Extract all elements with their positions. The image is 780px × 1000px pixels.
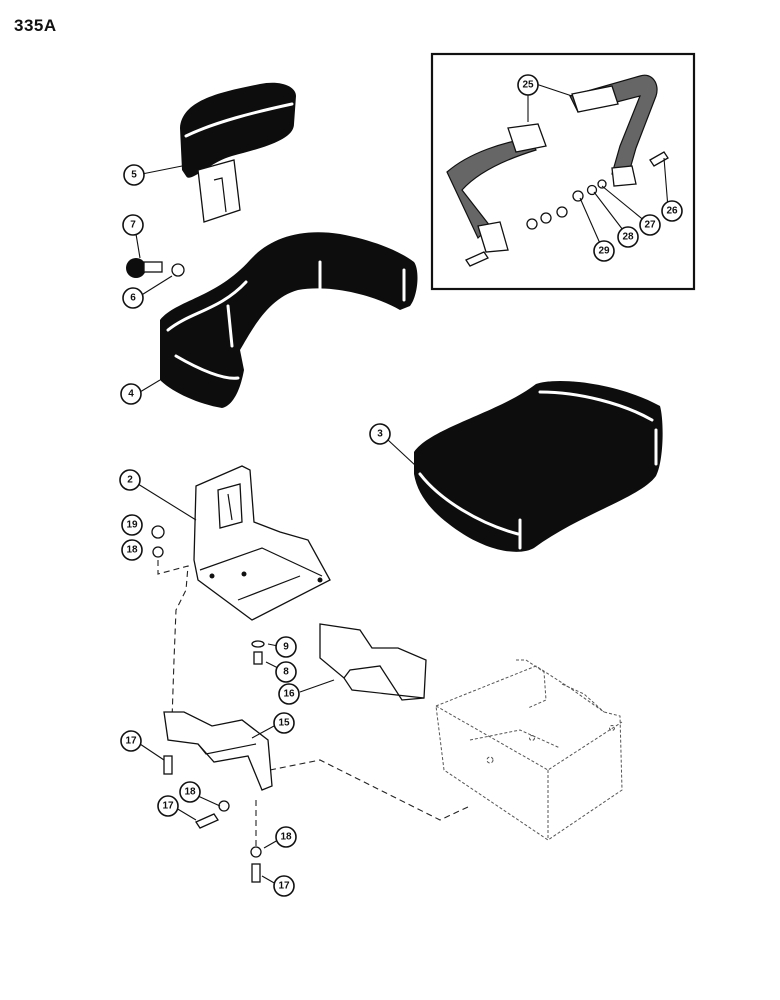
callout-18b-label: 18 xyxy=(184,787,196,798)
assembly-path-right xyxy=(269,759,471,821)
callout-5-label: 5 xyxy=(131,170,137,181)
seat-belt-left-strap xyxy=(446,123,547,253)
callout-18a-label: 18 xyxy=(126,545,138,556)
seat-base-housing-ghost xyxy=(435,659,623,841)
seat-cushion xyxy=(414,380,663,552)
adjust-knob xyxy=(126,258,185,278)
callout-2-label: 2 xyxy=(127,475,133,486)
seat-belt-buckle xyxy=(507,123,547,153)
knob-washer xyxy=(171,263,185,277)
callout-5: 5 xyxy=(123,164,145,186)
callout-9-label: 9 xyxy=(283,642,289,653)
callout-28-label: 28 xyxy=(622,232,634,243)
seat-back-bracket xyxy=(193,465,331,621)
washer-18-lower xyxy=(250,846,262,858)
callout-17c-label: 17 xyxy=(278,881,290,892)
support-bracket-15 xyxy=(163,711,273,791)
callout-26: 26 xyxy=(661,200,683,222)
callout-15-label: 15 xyxy=(278,718,290,729)
callout-18-middle: 18 xyxy=(179,781,201,803)
back-cushion xyxy=(160,232,418,408)
callout-8-label: 8 xyxy=(283,667,289,678)
callout-18-lower: 18 xyxy=(275,826,297,848)
callout-25: 25 xyxy=(517,74,539,96)
callout-27-label: 27 xyxy=(644,220,656,231)
callout-9: 9 xyxy=(275,636,297,658)
callout-19: 19 xyxy=(121,514,143,536)
bolt-8 xyxy=(253,651,263,665)
callout-26-label: 26 xyxy=(666,206,678,217)
callout-3-label: 3 xyxy=(377,429,383,440)
callout-3: 3 xyxy=(369,423,391,445)
callout-16: 16 xyxy=(278,683,300,705)
callout-16-label: 16 xyxy=(283,689,295,700)
bolt-17-upper xyxy=(163,755,173,775)
bolt-17-middle xyxy=(195,813,219,829)
callout-7-label: 7 xyxy=(130,220,136,231)
seat-belt-right-strap xyxy=(569,74,658,187)
washer-9 xyxy=(251,640,265,648)
callout-15: 15 xyxy=(273,712,295,734)
callout-18-upper: 18 xyxy=(121,539,143,561)
belt-bolt-right xyxy=(649,151,669,167)
callout-27: 27 xyxy=(639,214,661,236)
callout-8: 8 xyxy=(275,661,297,683)
nut-19 xyxy=(151,525,165,539)
callout-17a-label: 17 xyxy=(125,736,137,747)
washer-18-middle xyxy=(218,800,230,812)
callout-28: 28 xyxy=(617,226,639,248)
callout-17-upper: 17 xyxy=(120,730,142,752)
assembly-path-left xyxy=(157,560,189,731)
bolt-17-lower xyxy=(251,863,261,883)
page-number: 335A xyxy=(14,16,57,35)
callout-18c-label: 18 xyxy=(280,832,292,843)
armrest-pad xyxy=(180,82,296,223)
seat-belt-latch xyxy=(571,85,619,113)
callout-6-label: 6 xyxy=(130,293,136,304)
callout-2: 2 xyxy=(119,469,141,491)
armrest-bracket xyxy=(197,159,241,223)
callout-25-label: 25 xyxy=(522,80,534,91)
callout-17b-label: 17 xyxy=(162,801,174,812)
seat-belt-inset: 25 26 27 28 29 xyxy=(430,52,696,291)
callout-7: 7 xyxy=(122,214,144,236)
belt-bolt-left xyxy=(465,251,489,267)
callout-4: 4 xyxy=(120,383,142,405)
callout-19-label: 19 xyxy=(126,520,138,531)
callout-29-label: 29 xyxy=(598,246,610,257)
inset-hardware xyxy=(465,151,669,267)
callout-17-lower: 17 xyxy=(273,875,295,897)
support-bracket-16 xyxy=(319,623,427,701)
callout-4-label: 4 xyxy=(128,389,134,400)
washer-18-upper xyxy=(152,546,164,558)
bolt-8-assembly xyxy=(251,640,265,665)
callout-29: 29 xyxy=(593,240,615,262)
callout-6: 6 xyxy=(122,287,144,309)
callout-17-middle: 17 xyxy=(157,795,179,817)
